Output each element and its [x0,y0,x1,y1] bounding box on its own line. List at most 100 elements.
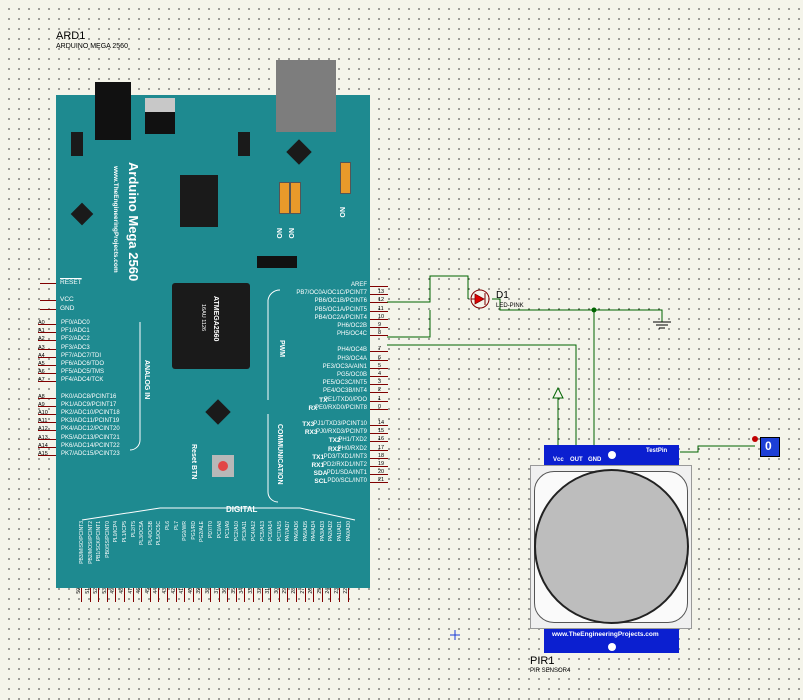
right-pin-line [370,318,388,326]
analog-pin-line [38,381,56,388]
right-pin-line [370,335,388,342]
analog-pin-number: A15 [38,451,48,457]
analog-pin-number: A7 [38,377,45,384]
vcc-arrow [552,386,564,399]
analog-pin-number: A11 [38,418,48,425]
right-pin-label: PE0/RXD0/PCINT8 [314,404,367,411]
analog-pin-line [38,446,56,454]
digital-label: DIGITAL [226,505,258,514]
right-pin-number: 14 [378,420,385,426]
right-pin-number: 9 [378,322,382,328]
bottom-pin-line [201,588,203,602]
bottom-pin-line [261,588,263,602]
right-pin-number: 4 [378,371,382,377]
analog-pin-label: PK4/ADC12/PCINT20 [61,426,120,433]
right-pin-label: AREF [350,282,367,288]
bottom-pin-line [244,588,246,602]
right-pin-line [370,466,388,473]
right-pin-number: 19 [378,461,385,467]
wire-testpin [680,445,755,453]
bottom-pin-line [313,588,315,602]
arduino-ref[interactable]: ARD1 [56,30,86,42]
analog-pin-label: PF7/ADC7/TDI [61,352,102,359]
right-pin-line [370,376,388,383]
right-pin-label: PH6/OC2B [337,323,367,329]
led-model: LED-PINK [496,303,524,309]
right-pin-label: PJ0/RXD3/PCINT9 [315,429,367,436]
analog-pin-number: A5 [38,361,45,367]
analog-pin-number: A14 [38,442,48,449]
analog-pin-line [38,324,56,331]
logic-state-value: 0 [765,439,772,453]
pir-testpin-label: TestPin [646,448,668,454]
led-ref[interactable]: D1 [496,290,509,301]
right-pin-line [370,351,388,358]
analog-pin-line [38,414,56,421]
right-pin-prefix: TX1 [312,453,325,461]
analog-pin-number: A8 [38,393,45,400]
analog-pin-line [38,356,56,364]
power-pin-label: VCC [60,296,74,303]
right-pin-number: 2 [378,387,382,394]
bottom-pin-line [106,588,108,602]
right-pin-label: PE5/OC3C/INT5 [322,380,367,387]
wire-pin13-led [387,275,469,303]
right-pin-label: PE3/OC3A/AIN1 [322,363,367,370]
wire-pin8-out [387,344,577,446]
right-pin-line [370,482,388,489]
right-pin-number: 18 [378,452,385,459]
right-pin-label: PB5/OC1A/PCINT5 [314,306,367,313]
pir-lens [534,469,689,624]
pir-out-label: OUT [570,457,583,463]
analog-pin-line [38,422,56,429]
bottom-pin-line [218,588,220,602]
analog-pin-label: PK1/ADC9/PCINT17 [61,401,117,408]
right-pin-prefix: RX2 [327,445,341,453]
right-pin-label: PH3/OC4A [337,355,367,362]
analog-in-label: ANALOG IN [143,360,150,400]
right-pin-number: 0 [378,403,382,410]
reset-button[interactable] [218,461,228,471]
analog-pin-number: A9 [38,401,45,408]
right-pin-prefix: SCL [314,478,328,486]
right-pin-prefix: RX3 [304,429,318,437]
regulator-body [145,112,175,134]
right-pin-number: 13 [378,289,385,296]
bottom-pin-line [124,588,125,602]
analog-pin-number: A6 [38,369,45,376]
power-pin-line [40,300,56,307]
right-pin-prefix: RX [308,404,318,412]
mcu-name: ATMEGA2560 [212,296,219,342]
right-pin-line [370,327,388,334]
led-d1[interactable] [470,289,490,309]
right-pin-prefix: RX1 [311,462,325,469]
reset-btn-label: Reset BTN [190,444,197,480]
analog-pin-number: A2 [38,336,45,343]
bottom-pin-line [235,588,237,602]
right-pin-line [370,359,388,367]
analog-pin-line [38,348,56,356]
right-pin-label: PB7/OC0A/OC1C/PCINT7 [296,290,367,297]
pir-ref[interactable]: PIR1 [530,655,555,667]
pir-gnd-label: GND [588,457,602,463]
usb-connector [276,60,336,132]
cursor-crosshair [450,630,460,640]
bottom-pin-line [81,588,82,602]
wire-led-gnd [492,298,663,322]
pir-sensor[interactable]: Vcc OUT GND TestPin www.TheEngineeringPr… [530,445,692,655]
right-pin-prefix: TX [319,396,328,404]
regulator-tab [145,98,175,112]
analog-pin-label: PK0/ADC8/PCINT16 [61,393,117,400]
right-pin-label: PE1/TXD0/PDO [323,396,367,403]
right-pin-number: 10 [378,313,385,320]
right-pin-line [370,441,388,448]
bottom-pin-line [227,588,229,602]
right-pin-number: 8 [378,330,382,337]
right-pin-label: PD2/RXD1/INT2 [322,462,367,468]
analog-pin-number: A10 [38,410,48,416]
right-pin-number: 20 [378,469,385,476]
bottom-pin-line [330,588,332,602]
right-pin-number: 1 [378,395,382,402]
power-jack [95,82,131,140]
right-pin-number: 7 [378,346,382,353]
